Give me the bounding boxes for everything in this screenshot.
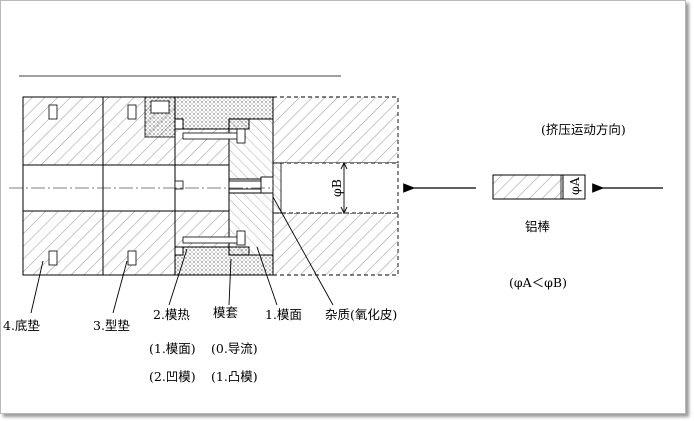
extrusion-direction-label: (挤压运动方向) [541, 122, 626, 137]
phi-a-label: φA [567, 176, 582, 195]
note-die-face: (1.模面) [149, 341, 196, 356]
note-guide: (0.导流) [211, 341, 258, 356]
bottom-pad [22, 96, 104, 276]
type-pad [102, 96, 176, 276]
die-pad-label: 2.模热 [153, 307, 190, 322]
die-face-label: 1.模面 [265, 307, 302, 322]
oxide-layer [272, 162, 282, 214]
note-female-die: (2.凹模) [149, 369, 196, 384]
bottom-pad-label: 4.底垫 [3, 318, 40, 333]
aluminum-billet [492, 174, 586, 200]
type-pad-label: 3.型垫 [93, 318, 130, 333]
container [272, 96, 399, 276]
billet-label: 铝棒 [525, 219, 551, 234]
bolt-bottom-left [48, 250, 58, 266]
extrusion-die-diagram: φB φA (挤压运动方向) 铝棒 (φA＜φB) 4.底垫 3.型垫 2.模热… [3, 75, 663, 384]
die-sleeve-label: 模套 [213, 305, 239, 320]
impurity-label: 杂质(氧化皮) [325, 307, 397, 322]
diagram-frame: φB φA (挤压运动方向) 铝棒 (φA＜φB) 4.底垫 3.型垫 2.模热… [0, 0, 686, 414]
leader-lines [30, 196, 334, 314]
bolt-bottom-mid [127, 250, 137, 266]
note-male-die: (1.凸模) [211, 369, 258, 384]
bolt-top-mid [127, 104, 137, 120]
die-assembly [174, 96, 276, 276]
bolt-top-left [48, 104, 58, 120]
condition-label: (φA＜φB) [509, 275, 567, 290]
phi-b-label: φB [329, 179, 344, 197]
